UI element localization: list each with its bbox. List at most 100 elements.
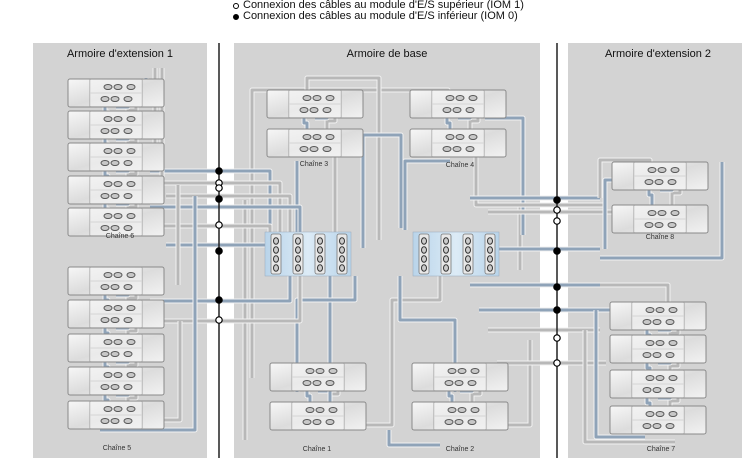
port-iom1: [670, 210, 680, 216]
port-iom0: [110, 225, 120, 231]
legend-label-iom0: Connexion des câbles au module d'E/S inf…: [243, 10, 518, 22]
port-iom1: [305, 368, 315, 374]
port-iom1: [126, 339, 136, 345]
port-iom0: [123, 193, 133, 199]
hba-port: [339, 246, 345, 254]
port-iom0: [467, 419, 477, 425]
hba-port: [339, 255, 345, 263]
port-iom0: [644, 179, 654, 185]
open-circle-icon: [233, 2, 239, 9]
riser-chain7-b: [594, 310, 645, 439]
port-iom0: [123, 160, 133, 166]
port-iom1: [103, 305, 113, 311]
port-iom0: [654, 222, 664, 228]
port-iom0: [312, 380, 322, 386]
cabinet-title-ext1: Armoire d'extension 1: [67, 48, 173, 60]
iom1-connector-icon: [215, 316, 223, 324]
port-iom0: [302, 380, 312, 386]
port-iom1: [305, 407, 315, 413]
port-iom0: [665, 423, 675, 429]
port-iom0: [452, 107, 462, 113]
port-iom1: [312, 95, 322, 101]
chain-label-chain3: Chaîne 3: [300, 161, 329, 168]
cabinet-title-ext2: Armoire d'extension 2: [605, 48, 711, 60]
disk-shelf-chain7: [609, 334, 707, 364]
port-iom0: [110, 384, 120, 390]
iom0-connector-icon: [553, 283, 561, 291]
disk-shelf-chain6: [67, 78, 165, 108]
port-iom0: [309, 146, 319, 152]
hba-port: [339, 237, 345, 245]
disk-shelf-chain5: [67, 366, 165, 396]
port-iom0: [100, 193, 110, 199]
port-iom0: [642, 423, 652, 429]
iom0-connector-icon: [553, 196, 561, 204]
disk-shelf-chain1: [269, 362, 367, 392]
port-iom1: [113, 305, 123, 311]
port-iom1: [457, 368, 467, 374]
port-iom1: [657, 210, 667, 216]
iom0-connector-icon: [215, 247, 223, 255]
port-iom1: [113, 372, 123, 378]
disk-shelf-chain6: [67, 142, 165, 172]
port-iom0: [299, 107, 309, 113]
port-iom1: [126, 213, 136, 219]
disk-shelf-chain6: [67, 110, 165, 140]
hba-port: [317, 237, 323, 245]
chain-label-chain5: Chaîne 5: [103, 445, 132, 452]
port-iom0: [123, 128, 133, 134]
port-iom1: [325, 134, 335, 140]
port-iom1: [103, 181, 113, 187]
hba-port: [443, 237, 449, 245]
iom1-connector-icon: [553, 359, 561, 367]
port-iom0: [110, 193, 120, 199]
hba-port: [317, 264, 323, 272]
port-iom0: [123, 351, 133, 357]
port-iom0: [110, 351, 120, 357]
chain-label-chain4: Chaîne 4: [446, 162, 475, 169]
port-iom1: [113, 213, 123, 219]
port-iom0: [454, 380, 464, 386]
port-iom1: [457, 407, 467, 413]
port-iom0: [322, 146, 332, 152]
hba-port: [339, 264, 345, 272]
port-iom1: [113, 181, 123, 187]
iom0-connector-icon: [553, 306, 561, 314]
port-iom0: [444, 419, 454, 425]
port-iom0: [110, 160, 120, 166]
port-iom1: [126, 372, 136, 378]
hba-port: [443, 246, 449, 254]
port-iom0: [100, 96, 110, 102]
port-iom1: [328, 368, 338, 374]
port-iom1: [657, 167, 667, 173]
disk-shelf-chain4: [409, 89, 507, 119]
port-iom1: [113, 116, 123, 122]
port-iom0: [465, 146, 475, 152]
port-iom0: [123, 225, 133, 231]
chain-label-chain2: Chaîne 2: [446, 446, 475, 453]
port-iom1: [470, 407, 480, 413]
hba-port: [295, 237, 301, 245]
disk-shelf-chain5: [67, 333, 165, 363]
port-iom0: [325, 380, 335, 386]
port-iom0: [100, 351, 110, 357]
port-iom0: [322, 107, 332, 113]
hba-port: [421, 255, 427, 263]
port-iom1: [312, 134, 322, 140]
iom1-connector-icon: [215, 184, 223, 192]
legend: Connexion des câbles au module d'E/S sup…: [233, 0, 524, 22]
hba-port: [295, 246, 301, 254]
disk-shelf-chain6: [67, 207, 165, 237]
port-iom1: [470, 368, 480, 374]
port-iom1: [126, 148, 136, 154]
disk-shelf-chain3: [266, 89, 364, 119]
port-iom1: [103, 84, 113, 90]
disk-shelf-chain7: [609, 301, 707, 331]
port-iom0: [667, 222, 677, 228]
port-iom0: [465, 107, 475, 113]
port-iom0: [123, 418, 133, 424]
port-iom1: [668, 411, 678, 417]
iom0-connector-icon: [215, 296, 223, 304]
port-iom1: [645, 340, 655, 346]
port-iom0: [309, 107, 319, 113]
